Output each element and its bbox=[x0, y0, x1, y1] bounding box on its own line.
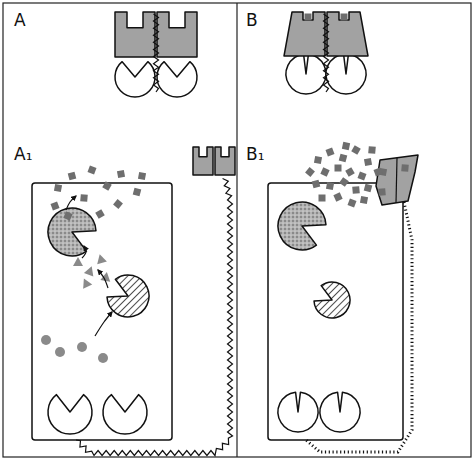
substrate-circle bbox=[41, 335, 51, 345]
ligand-square bbox=[319, 195, 326, 202]
ligand-square bbox=[339, 177, 349, 187]
ligand-square bbox=[360, 196, 368, 204]
substrate-circle bbox=[55, 347, 65, 357]
intermediate-triangle bbox=[79, 276, 92, 288]
ligand-square bbox=[364, 184, 373, 193]
intermediate-triangle bbox=[73, 257, 83, 266]
generated-art bbox=[41, 12, 418, 456]
receptor-block bbox=[157, 12, 197, 57]
ligand-square bbox=[133, 188, 142, 197]
ligand-square bbox=[341, 14, 348, 21]
ligand-square bbox=[374, 168, 383, 177]
ligand-square bbox=[351, 145, 361, 155]
ligand-square bbox=[345, 167, 355, 177]
ligand-square bbox=[368, 146, 376, 154]
linker-zigzag bbox=[76, 179, 233, 456]
cell-outline bbox=[32, 183, 172, 440]
binding-domain bbox=[320, 392, 360, 432]
panel-label: B₁ bbox=[246, 146, 264, 163]
binding-domain bbox=[115, 62, 155, 97]
receptor-block bbox=[115, 12, 155, 57]
panel-label: A bbox=[14, 12, 26, 29]
ligand-square bbox=[51, 202, 60, 211]
ligand-square bbox=[352, 186, 360, 194]
enzyme-circle bbox=[314, 282, 350, 318]
ligand-square bbox=[88, 166, 97, 175]
ligand-square bbox=[401, 164, 409, 172]
receptor-block bbox=[215, 147, 235, 175]
intermediate-triangle bbox=[100, 271, 111, 282]
ligand-square bbox=[80, 194, 88, 202]
ligand-square bbox=[138, 172, 146, 180]
ligand-square bbox=[314, 156, 322, 164]
binding-domain bbox=[326, 54, 366, 94]
ligand-square bbox=[102, 181, 112, 191]
enzyme-circle bbox=[107, 275, 149, 317]
ligand-square bbox=[342, 142, 350, 150]
ligand-square bbox=[305, 14, 312, 21]
reaction-arrow bbox=[82, 246, 86, 258]
ligand-square bbox=[305, 167, 315, 177]
binding-domain bbox=[278, 392, 318, 432]
panel-divider bbox=[236, 3, 237, 457]
linker-zigzag bbox=[324, 14, 329, 92]
receptor-block bbox=[327, 12, 368, 56]
intermediate-triangle bbox=[95, 253, 107, 264]
panel-label: A₁ bbox=[14, 146, 32, 163]
enzyme-blob bbox=[278, 202, 326, 250]
linker-dashed bbox=[306, 202, 412, 452]
ligand-square bbox=[95, 209, 105, 219]
binding-domain bbox=[157, 62, 197, 97]
substrate-circle bbox=[98, 353, 108, 363]
ligand-square bbox=[68, 172, 77, 181]
ligand-square bbox=[320, 167, 329, 176]
ligand-square bbox=[54, 184, 62, 192]
ligand-square bbox=[348, 199, 357, 208]
binding-domain bbox=[286, 54, 326, 94]
reaction-arrow bbox=[98, 270, 108, 288]
receptor-divider bbox=[396, 158, 397, 203]
ligand-square bbox=[312, 180, 321, 189]
ligand-square bbox=[378, 188, 386, 196]
intermediate-triangle bbox=[84, 265, 96, 277]
ligand-square bbox=[113, 199, 123, 209]
reaction-arrow bbox=[66, 196, 76, 210]
linker-zigzag bbox=[154, 14, 159, 92]
ligand-square bbox=[63, 211, 72, 220]
ligand-square bbox=[358, 172, 367, 181]
binding-domain bbox=[103, 395, 147, 434]
ligand-square bbox=[364, 158, 372, 166]
substrate-circle bbox=[77, 342, 87, 352]
panel-label: B bbox=[246, 12, 258, 29]
ligand-square bbox=[339, 154, 348, 163]
ligand-square bbox=[326, 148, 335, 157]
cell-outline bbox=[268, 183, 403, 440]
ligand-square bbox=[333, 192, 342, 201]
ligand-square bbox=[335, 165, 342, 172]
receptor-block bbox=[376, 155, 418, 205]
enzyme-blob bbox=[48, 208, 96, 256]
receptor-block bbox=[193, 147, 213, 175]
receptor-block bbox=[284, 12, 325, 56]
reaction-arrow bbox=[95, 312, 112, 336]
binding-domain bbox=[48, 395, 92, 434]
ligand-square bbox=[326, 182, 334, 190]
outer-frame bbox=[3, 3, 471, 457]
ligand-square bbox=[117, 170, 125, 178]
